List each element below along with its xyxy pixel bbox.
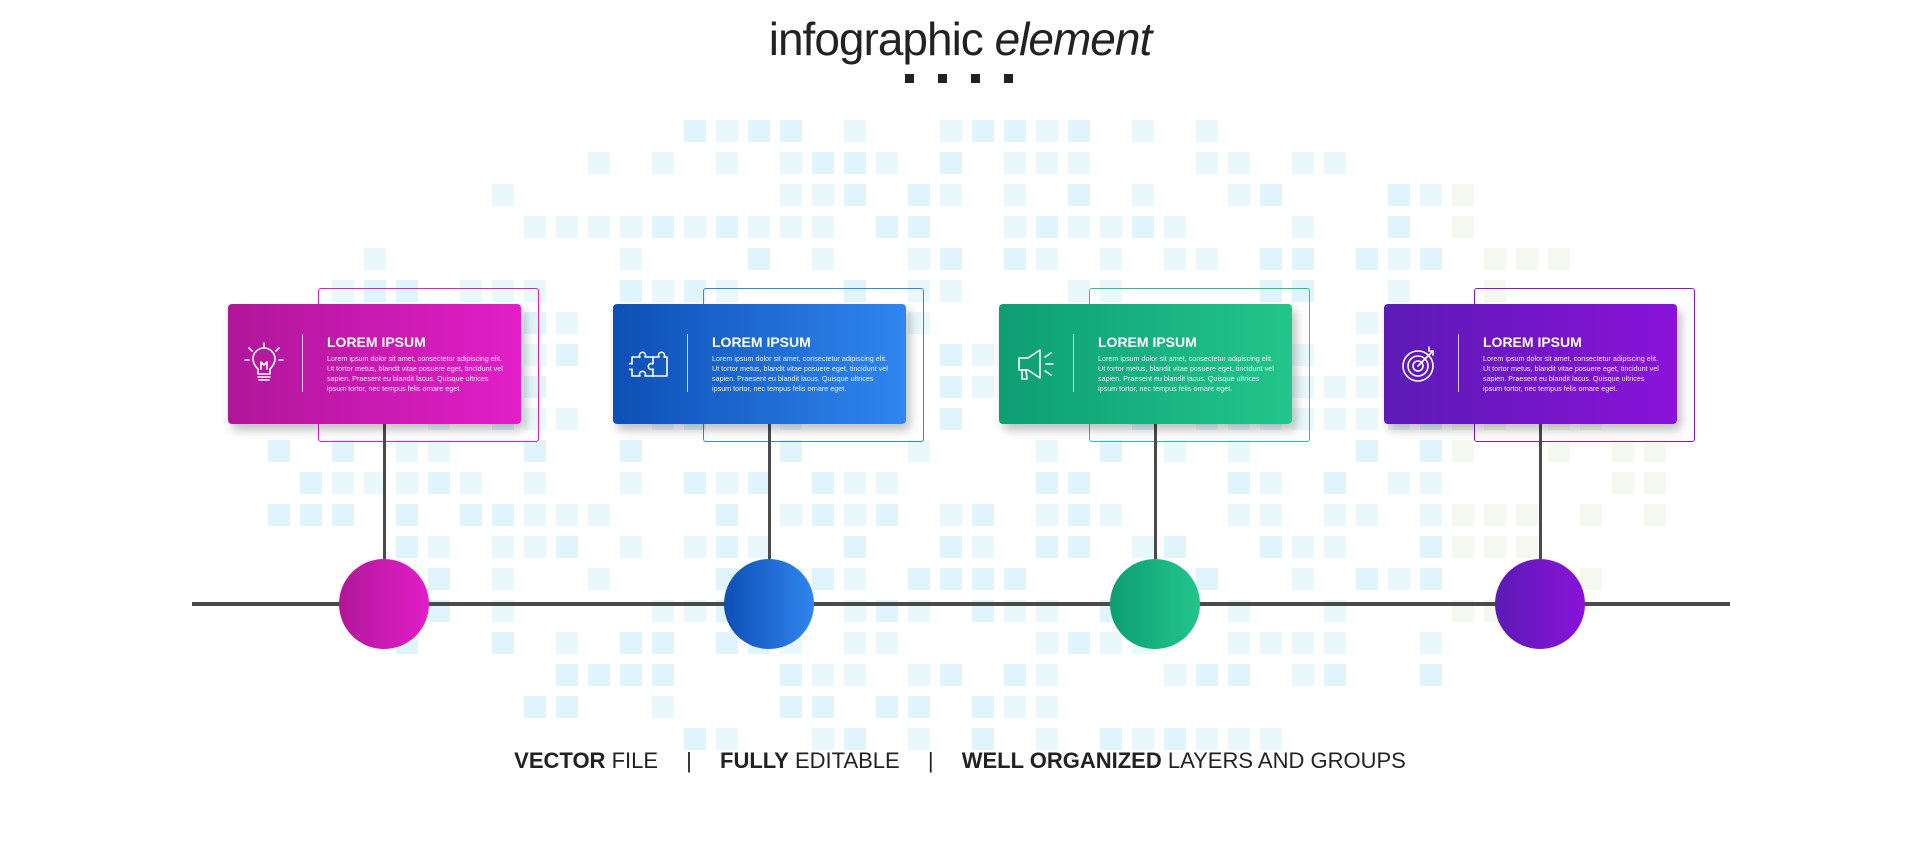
puzzle-icon — [626, 342, 669, 386]
footer-item-2-bold: FULLY — [720, 748, 789, 773]
title-part-regular: infographic — [768, 13, 984, 65]
timeline-node[interactable] — [339, 559, 429, 649]
card-heading: LOREM IPSUM — [712, 334, 811, 350]
footer-separator-2: | — [927, 748, 934, 773]
card-body-text: Lorem ipsum dolor sit amet, consectetur … — [1483, 354, 1659, 393]
footer-item-1-bold: VECTOR — [514, 748, 606, 773]
card-body-text: Lorem ipsum dolor sit amet, consectetur … — [712, 354, 888, 393]
step-card[interactable]: LOREM IPSUM Lorem ipsum dolor sit amet, … — [613, 304, 906, 424]
footer-item-1-rest: FILE — [605, 748, 659, 773]
card-body-text: Lorem ipsum dolor sit amet, consectetur … — [327, 354, 503, 393]
step-card[interactable]: LOREM IPSUM Lorem ipsum dolor sit amet, … — [999, 304, 1292, 424]
timeline-node[interactable] — [1110, 559, 1200, 649]
target-icon — [1400, 342, 1440, 386]
card-divider — [687, 334, 688, 392]
title-dots — [905, 74, 1015, 84]
timeline-node[interactable] — [1495, 559, 1585, 649]
step-card[interactable]: LOREM IPSUM Lorem ipsum dolor sit amet, … — [228, 304, 521, 424]
card-divider — [1458, 334, 1459, 392]
card-divider — [1073, 334, 1074, 392]
footer-item-2-rest: EDITABLE — [788, 748, 900, 773]
title-part-italic: element — [994, 13, 1153, 65]
lightbulb-icon — [244, 342, 284, 386]
timeline-node[interactable] — [724, 559, 814, 649]
page-title: infographic element — [0, 12, 1920, 66]
megaphone-icon — [1015, 342, 1055, 386]
timeline-axis — [192, 602, 1730, 606]
card-heading: LOREM IPSUM — [1098, 334, 1197, 350]
footer-item-3-rest: LAYERS AND GROUPS — [1161, 748, 1406, 773]
step-card[interactable]: LOREM IPSUM Lorem ipsum dolor sit amet, … — [1384, 304, 1677, 424]
footer-features: VECTOR FILE | FULLY EDITABLE | WELL ORGA… — [0, 748, 1920, 774]
card-divider — [302, 334, 303, 392]
footer-item-3-bold: WELL ORGANIZED — [961, 748, 1162, 773]
card-heading: LOREM IPSUM — [327, 334, 426, 350]
card-heading: LOREM IPSUM — [1483, 334, 1582, 350]
card-body-text: Lorem ipsum dolor sit amet, consectetur … — [1098, 354, 1274, 393]
footer-separator-1: | — [686, 748, 692, 773]
